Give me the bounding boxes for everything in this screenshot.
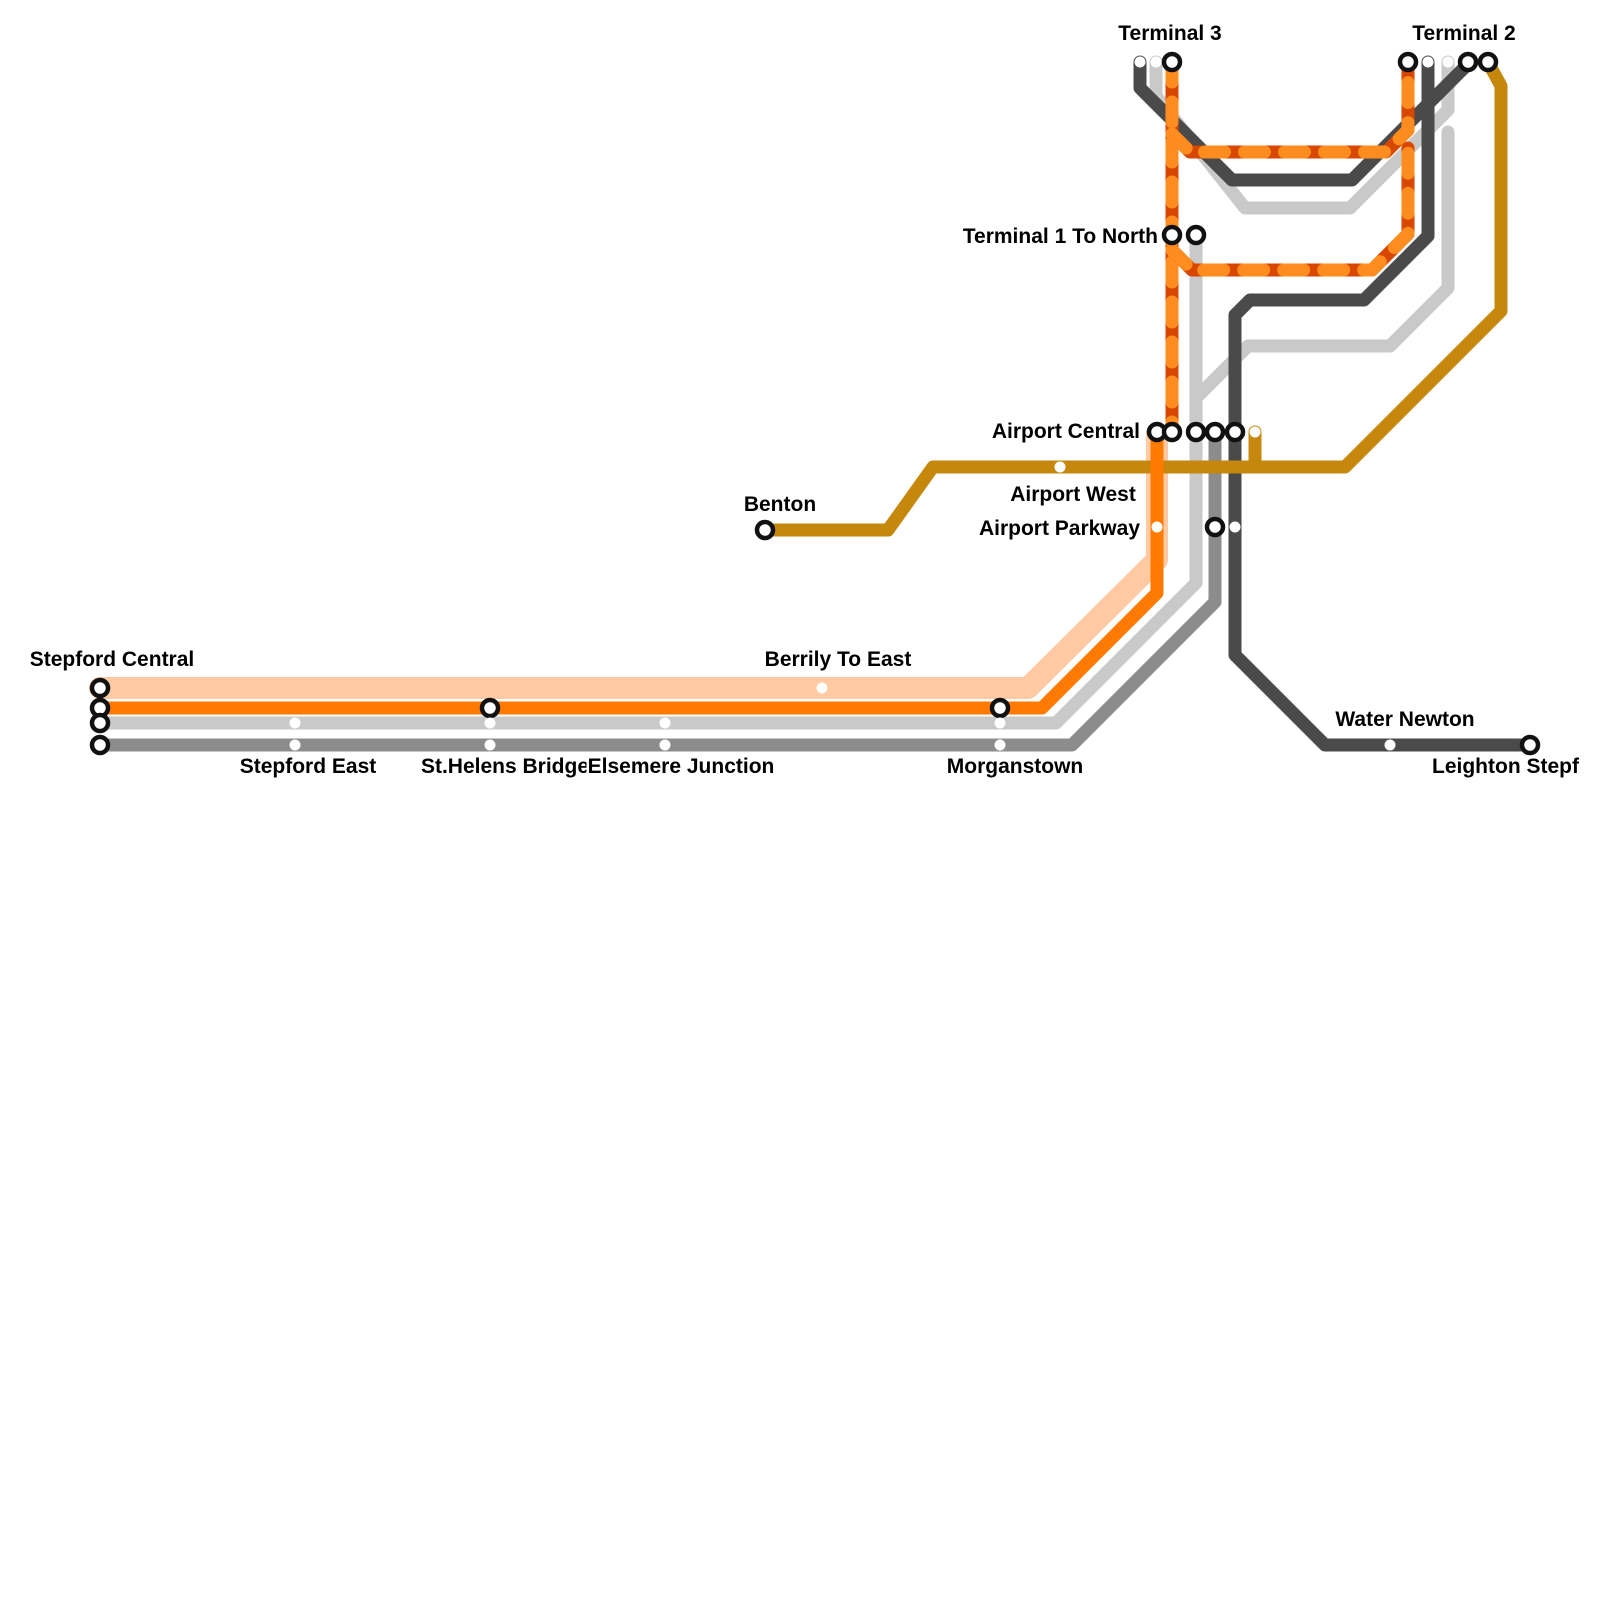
line-dark-gray-main bbox=[1228, 55, 1535, 752]
line-orange-airlink bbox=[93, 427, 1164, 715]
station-label-terminal-3: Terminal 3 bbox=[1118, 22, 1221, 45]
line-light-gray-main bbox=[93, 225, 1203, 730]
station-marker-airport-parkway bbox=[1151, 521, 1163, 533]
station-marker-elsemere-junction bbox=[659, 717, 671, 729]
station-marker-stepford-east bbox=[289, 739, 301, 751]
station-marker-terminal-2 bbox=[1457, 51, 1479, 73]
line-gold-airport bbox=[758, 57, 1508, 537]
station-marker-berrily-to-east bbox=[816, 682, 828, 694]
station-label-berrily-to-east: Berrily To East bbox=[765, 648, 912, 671]
station-marker-terminal-3 bbox=[1150, 56, 1162, 68]
station-label-airport-central: Airport Central bbox=[992, 420, 1140, 443]
station-marker-terminal-2 bbox=[1397, 51, 1419, 73]
station-marker-terminal-3 bbox=[1134, 56, 1146, 68]
station-marker-stepford-east bbox=[289, 717, 301, 729]
station-marker-airport-west bbox=[1054, 461, 1066, 473]
station-label-terminal-2: Terminal 2 bbox=[1412, 22, 1515, 45]
station-label-terminal-1-to-north: Terminal 1 To North bbox=[963, 225, 1158, 248]
station-marker-morganstown bbox=[994, 717, 1006, 729]
station-marker-airport-central bbox=[1224, 421, 1246, 443]
station-marker-terminal-2 bbox=[1477, 51, 1499, 73]
station-label-benton: Benton bbox=[744, 493, 816, 516]
station-label-stepford-central: Stepford Central bbox=[30, 648, 195, 671]
line-dashed-terminal-upper-base bbox=[1165, 55, 1415, 159]
station-marker-stepford-central bbox=[89, 734, 111, 756]
station-marker-elsemere-junction bbox=[659, 739, 671, 751]
station-label-airport-parkway: Airport Parkway bbox=[979, 517, 1140, 540]
line-dashed-terminal-lower bbox=[1165, 141, 1415, 277]
station-marker-morganstown bbox=[994, 739, 1006, 751]
station-label-water-newton: Water Newton bbox=[1335, 708, 1474, 731]
station-marker-stepford-central bbox=[89, 712, 111, 734]
station-marker-airport-parkway bbox=[1204, 516, 1226, 538]
station-marker-terminal-1-to-north bbox=[1185, 224, 1207, 246]
station-marker-st-helens-bridge bbox=[484, 739, 496, 751]
line-dark-gray-terminal-loop bbox=[1133, 55, 1475, 187]
station-marker-st-helens-bridge bbox=[479, 697, 501, 719]
station-marker-terminal-3 bbox=[1161, 51, 1183, 73]
station-marker-terminal-2 bbox=[1422, 56, 1434, 68]
station-marker-airport-central bbox=[1204, 421, 1226, 443]
station-label-morganstown: Morganstown bbox=[947, 755, 1084, 778]
station-marker-stepford-central bbox=[89, 677, 111, 699]
station-marker-morganstown bbox=[989, 697, 1011, 719]
station-label-leighton-stepf: Leighton Stepf bbox=[1432, 755, 1580, 778]
station-label-elsemere-junction: Elsemere Junction bbox=[588, 755, 775, 778]
station-marker-airport-central bbox=[1185, 421, 1207, 443]
line-light-gray-terminal-loop bbox=[1149, 55, 1455, 215]
station-label-stepford-east: Stepford East bbox=[240, 755, 377, 778]
station-marker-benton bbox=[754, 519, 776, 541]
station-marker-airport-central bbox=[1249, 426, 1261, 438]
station-marker-airport-central bbox=[1161, 421, 1183, 443]
station-label-st-helens-bridge: St.Helens Bridge bbox=[421, 755, 589, 778]
station-marker-water-newton bbox=[1384, 739, 1396, 751]
station-marker-leighton-stepf bbox=[1519, 734, 1541, 756]
station-marker-airport-parkway bbox=[1229, 521, 1241, 533]
station-marker-terminal-1-to-north bbox=[1161, 224, 1183, 246]
station-label-airport-west: Airport West bbox=[1010, 483, 1136, 506]
station-marker-st-helens-bridge bbox=[484, 717, 496, 729]
station-marker-terminal-2 bbox=[1442, 56, 1454, 68]
line-dashed-terminal-upper bbox=[1165, 55, 1415, 159]
